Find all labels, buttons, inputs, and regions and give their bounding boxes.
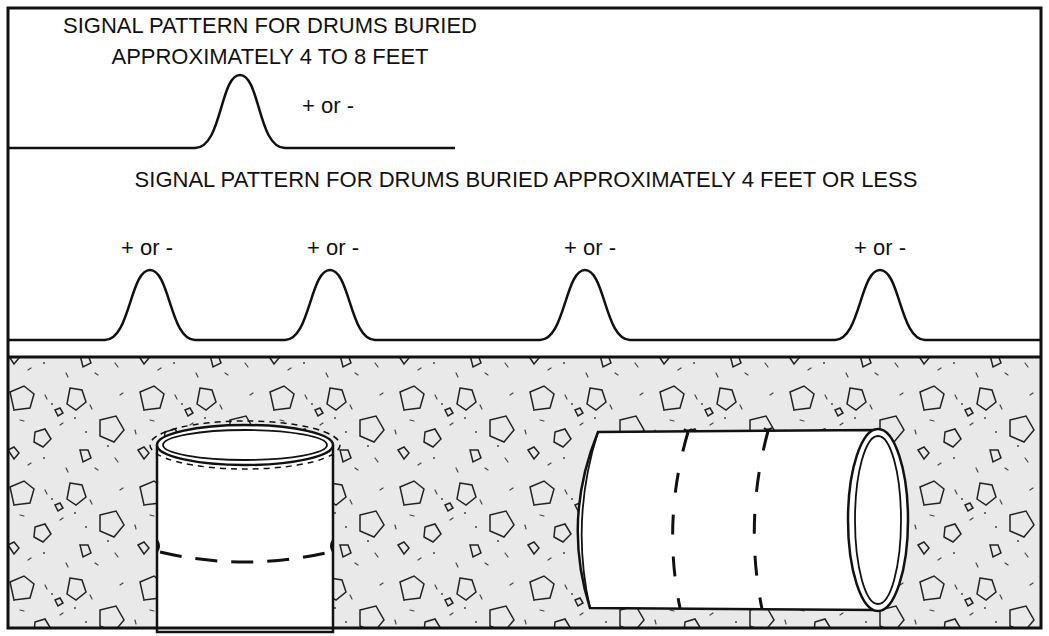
panel-heading: SIGNAL PATTERN FOR DRUMS BURIED APPROXIM… xyxy=(20,10,520,72)
polarity-label: + or - xyxy=(121,232,173,263)
panel-heading: SIGNAL PATTERN FOR DRUMS BURIED APPROXIM… xyxy=(135,164,918,195)
signal-curve xyxy=(8,75,455,148)
signal-curve xyxy=(8,270,1041,340)
polarity-label: + or - xyxy=(564,232,616,263)
polarity-label: + or - xyxy=(854,232,906,263)
frame-border xyxy=(8,8,1041,628)
vertical-drum xyxy=(150,421,340,632)
horizontal-drum xyxy=(578,428,908,611)
polarity-label: + or - xyxy=(302,90,354,121)
ground-surface xyxy=(8,356,1041,359)
polarity-label: + or - xyxy=(307,232,359,263)
